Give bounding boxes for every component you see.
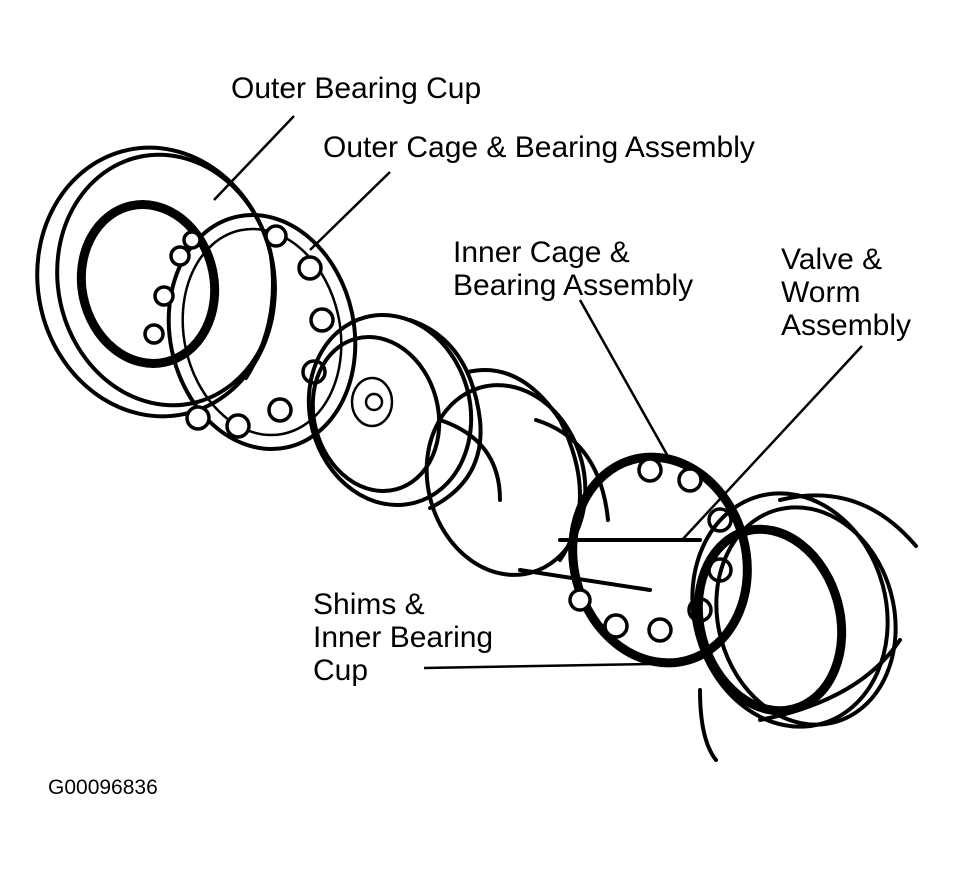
label-outer-bearing-cup-text: Outer Bearing Cup (231, 72, 482, 105)
label-valve-worm-line-2: Worm (781, 276, 861, 309)
label-shims-inner-cup: Shims & Inner Bearing Cup (313, 588, 493, 687)
label-shims-inner-cup-line-1: Shims & (313, 588, 425, 621)
label-valve-worm-line-3: Assembly (781, 309, 912, 342)
label-outer-bearing-cup: Outer Bearing Cup (231, 72, 481, 105)
outer-bearing-cup (35, 145, 277, 419)
leader-lines (213, 115, 863, 670)
label-inner-cage-bearing-line-2: Bearing Assembly (453, 269, 694, 302)
outer-cage-bearing-assembly (143, 213, 358, 451)
label-outer-cage-bearing: Outer Cage & Bearing Assembly (323, 131, 755, 164)
label-inner-cage-bearing: Inner Cage & Bearing Assembly (453, 236, 693, 302)
label-outer-cage-bearing-text: Outer Cage & Bearing Assembly (323, 131, 755, 164)
label-shims-inner-cup-line-2: Inner Bearing (313, 621, 494, 654)
label-shims-inner-cup-line-3: Cup (313, 654, 369, 687)
label-valve-worm-line-1: Valve & (781, 243, 883, 276)
shims-inner-bearing-cup (690, 491, 918, 762)
figure-id: G00096836 (48, 776, 158, 799)
label-inner-cage-bearing-line-1: Inner Cage & (453, 236, 630, 269)
label-valve-worm: Valve & Worm Assembly (781, 243, 911, 342)
valve-body (306, 312, 702, 592)
inner-cage-bearing-assembly (568, 452, 752, 668)
